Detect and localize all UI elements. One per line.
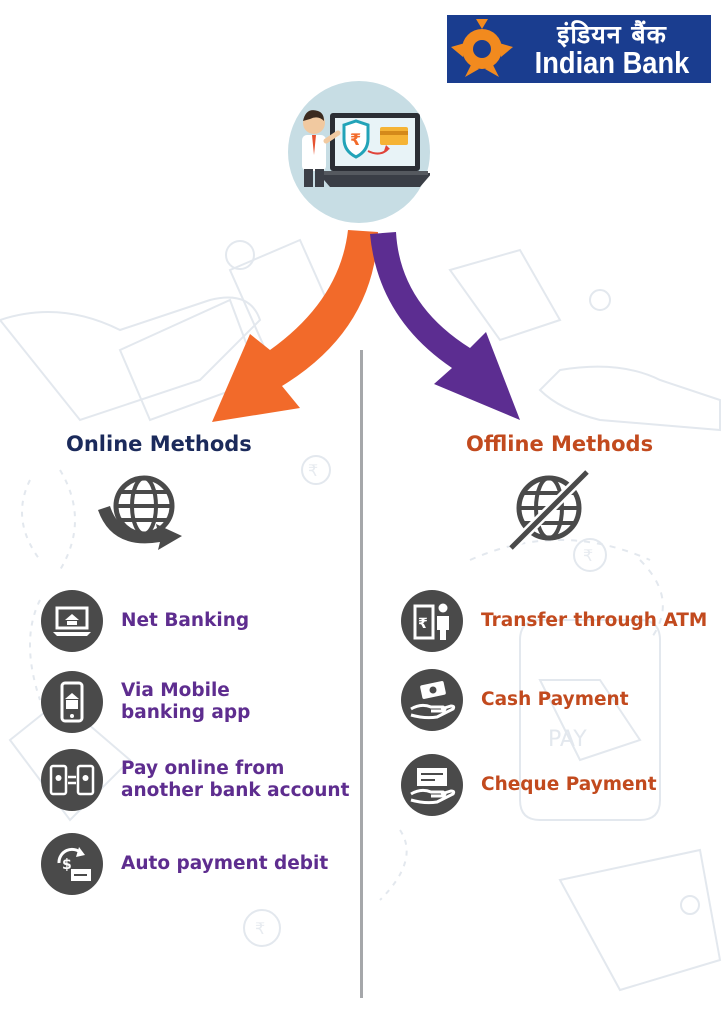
indian-bank-logo: इंडियन बैंक Indian Bank [447,15,711,83]
offline-item-cash: Cash Payment [401,669,629,731]
online-item-mobile-banking: Via Mobile banking app [41,671,250,733]
atm-rupee-symbol: ₹ [418,616,428,632]
online-item-label: Auto payment debit [121,853,329,874]
phone-transfer-icon [41,749,103,811]
bank-emblem-icon [451,19,513,77]
online-item-auto-payment: $ Auto payment debit [41,833,328,895]
online-item-label: Pay online from another bank account [121,758,350,801]
atm-icon: ₹ [401,590,463,652]
background-rupee-symbol: ₹ [583,546,593,565]
offline-item-label: Transfer through ATM [481,610,708,631]
svg-text:$: $ [62,857,72,873]
offline-item-cheque: Cheque Payment [401,754,657,816]
auto-debit-icon: $ [41,833,103,895]
offline-arrow [370,232,520,420]
center-divider [360,350,363,998]
background-pay-text: PAY [548,727,587,752]
offline-methods-title: Offline Methods [466,432,654,456]
logo-hindi-text: इंडियन बैंक [557,20,667,49]
online-item-label: Via Mobile banking app [121,680,251,723]
online-arrow [212,230,378,422]
online-item-pay-from-another-bank: Pay online from another bank account [41,749,349,811]
online-item-label: Net Banking [121,610,250,631]
cash-hand-icon [401,669,463,731]
globe-crossed-icon [507,468,591,552]
background-rupee-symbol: ₹ [255,919,265,938]
cheque-hand-icon [401,754,463,816]
offline-item-label: Cheque Payment [481,774,657,795]
laptop-bank-icon [41,590,103,652]
logo-english-text: Indian Bank [534,45,690,80]
hero-rupee-symbol: ₹ [350,130,361,149]
method-arrows [212,230,520,422]
offline-item-label: Cash Payment [481,689,629,710]
online-methods-title: Online Methods [66,432,252,456]
mobile-bank-icon [41,671,103,733]
globe-with-arrow-icon [98,475,182,550]
online-payment-laptop-icon: ₹ [288,81,430,223]
background-rupee-symbol: ₹ [308,461,318,480]
offline-item-atm: ₹ Transfer through ATM [401,590,707,652]
online-item-net-banking: Net Banking [41,590,249,652]
